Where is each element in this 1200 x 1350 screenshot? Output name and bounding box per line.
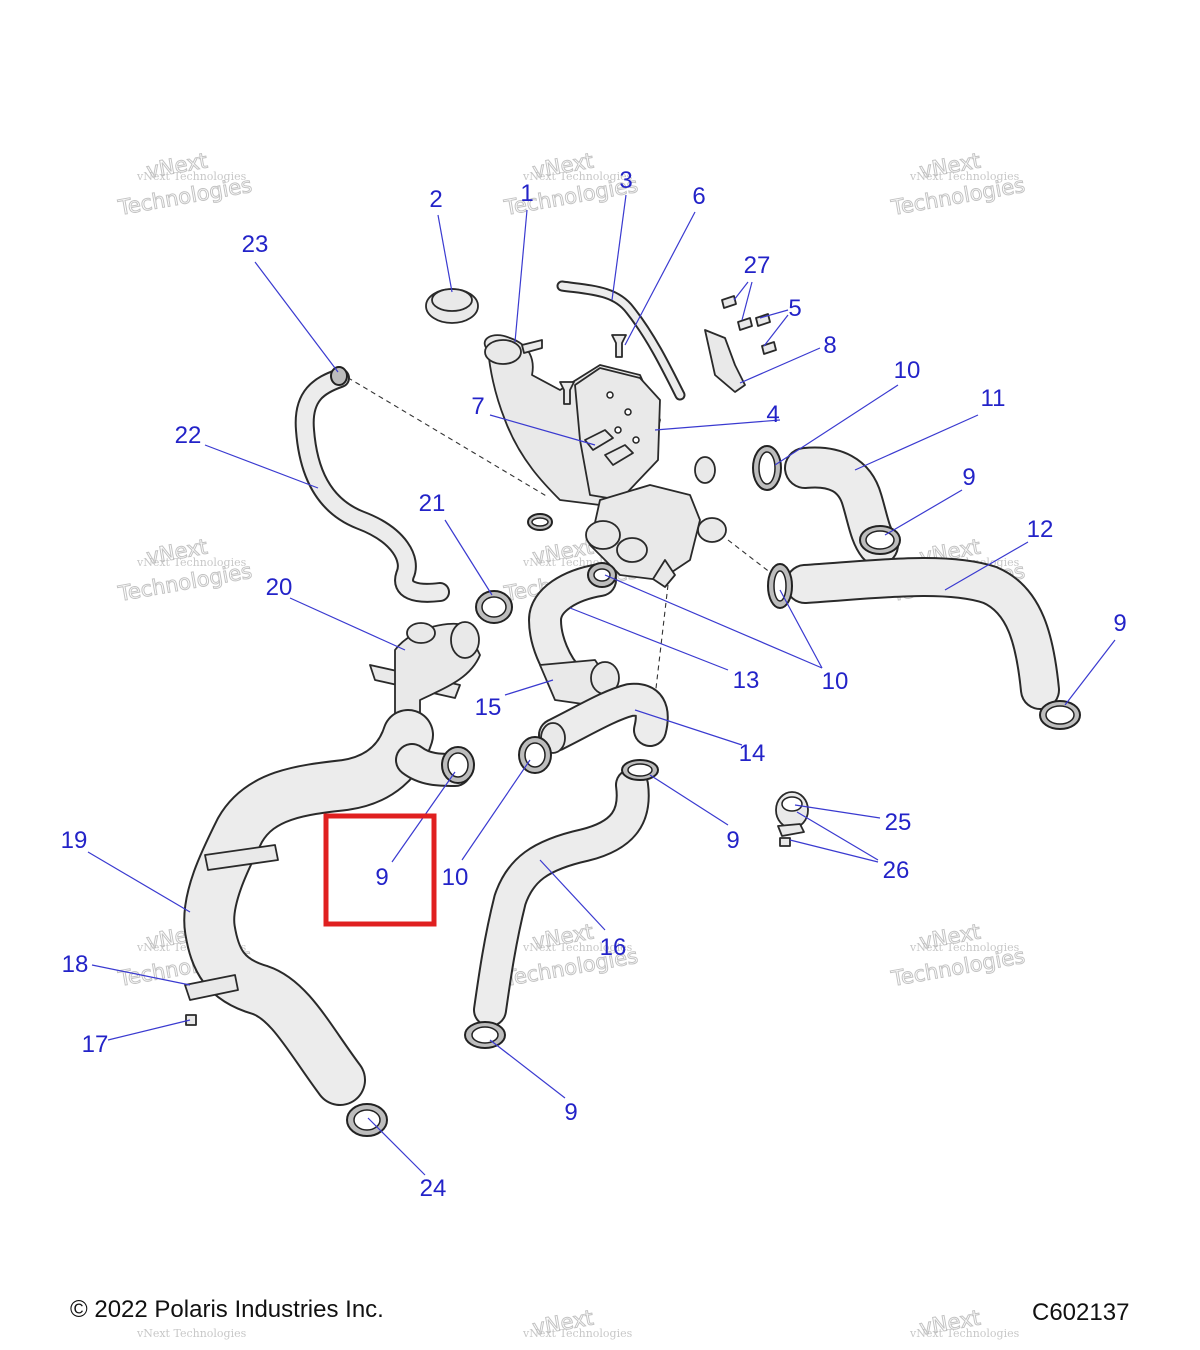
- callout-9-highlighted[interactable]: 9: [375, 864, 388, 891]
- vent-hose-22: [294, 368, 450, 603]
- callout-4[interactable]: 4: [766, 401, 779, 428]
- hose-clamp-9-upper-right: [859, 525, 901, 555]
- hose-clamp-9-bottom: [464, 1021, 506, 1049]
- callout-9-far-right[interactable]: 9: [1113, 610, 1126, 637]
- hose-16: [473, 768, 650, 1027]
- watermark-mid-left: vNext Technologies vNext Technologies: [115, 534, 254, 606]
- callout-9-upper-right[interactable]: 9: [962, 464, 975, 491]
- hose-clamp-10-lower: [518, 736, 552, 774]
- band-clamp-upper: [204, 844, 279, 871]
- callout-6[interactable]: 6: [692, 183, 705, 210]
- callout-26[interactable]: 26: [883, 857, 910, 884]
- callout-5[interactable]: 5: [788, 295, 801, 322]
- hose-clamp-23: [330, 366, 348, 386]
- svg-text:vNext Technologies: vNext Technologies: [136, 556, 247, 569]
- bracket-8: [704, 329, 746, 393]
- filler-neck-20: [369, 621, 481, 731]
- fitting-25: [775, 791, 809, 829]
- callout-10-right[interactable]: 10: [822, 668, 849, 695]
- callout-14[interactable]: 14: [739, 740, 766, 767]
- callout-20[interactable]: 20: [266, 574, 293, 601]
- callout-12[interactable]: 12: [1027, 516, 1054, 543]
- watermark-top-left: vNext Technologies vNext Technologies: [115, 148, 254, 220]
- hose-clamp-21: [475, 590, 513, 624]
- svg-text:vNext Technologies: vNext Technologies: [522, 170, 633, 183]
- push-rivet-6: [611, 334, 627, 358]
- callout-24[interactable]: 24: [420, 1175, 447, 1202]
- callout-9-bottom[interactable]: 9: [564, 1099, 577, 1126]
- hose-clamp-21-small: [527, 513, 553, 531]
- watermark-bottom-right: vNext Technologies vNext: [909, 1305, 1020, 1340]
- svg-text:vNext Technologies: vNext Technologies: [522, 941, 633, 954]
- hose-clamp-10-right: [767, 563, 793, 609]
- callout-8[interactable]: 8: [823, 332, 836, 359]
- callout-17[interactable]: 17: [82, 1031, 109, 1058]
- hose-clamp-24: [346, 1103, 388, 1137]
- hose-clamp-10-center: [587, 562, 617, 588]
- mounting-bracket-4: [574, 367, 661, 501]
- clamp-18-17: [184, 974, 239, 1026]
- hose-clamp-10-upper: [752, 445, 782, 491]
- figure-code: C602137: [1032, 1299, 1130, 1326]
- callout-1[interactable]: 1: [520, 180, 533, 207]
- thermostat-housing: [585, 456, 727, 588]
- svg-text:vNext Technologies: vNext Technologies: [136, 1327, 247, 1340]
- callout-21[interactable]: 21: [419, 490, 446, 517]
- callout-7[interactable]: 7: [471, 393, 484, 420]
- overflow-line-3: [556, 280, 686, 401]
- callout-25[interactable]: 25: [885, 809, 912, 836]
- clip-26: [777, 823, 805, 847]
- radiator-hose-12: [785, 557, 1060, 710]
- callout-3[interactable]: 3: [619, 167, 632, 194]
- pressure-cap-2: [425, 288, 479, 324]
- callout-13[interactable]: 13: [733, 667, 760, 694]
- callout-10-upper[interactable]: 10: [894, 357, 921, 384]
- hose-19: [183, 709, 472, 1106]
- svg-text:vNext Technologies: vNext Technologies: [909, 941, 1020, 954]
- callout-2[interactable]: 2: [429, 186, 442, 213]
- svg-text:vNext Technologies: vNext Technologies: [909, 170, 1020, 183]
- watermark-top-center: vNext Technologies vNext Technologies: [501, 148, 640, 220]
- copyright-notice: © 2022 Polaris Industries Inc.: [70, 1296, 384, 1323]
- watermark-top-right: vNext Technologies vNext Technologies: [888, 148, 1027, 220]
- watermark-bottom-left: vNext Technologies: [136, 1327, 247, 1340]
- hose-clamp-9-center: [621, 759, 659, 781]
- push-rivet-left: [559, 381, 575, 405]
- leader-lines: [87, 194, 1116, 1176]
- highlight-box: [323, 813, 437, 927]
- bolts-27: [721, 295, 777, 355]
- alignment-line-23: [339, 372, 549, 498]
- watermark-bottom-center: vNext Technologies vNext: [522, 1305, 633, 1340]
- callout-11[interactable]: 11: [981, 385, 1006, 412]
- callout-9-center[interactable]: 9: [726, 827, 739, 854]
- callout-27[interactable]: 27: [744, 252, 771, 279]
- svg-text:vNext Technologies: vNext Technologies: [136, 170, 247, 183]
- callout-10-lower[interactable]: 10: [442, 864, 469, 891]
- svg-text:vNext Technologies: vNext Technologies: [909, 1327, 1020, 1340]
- hose-clamp-9-left: [441, 746, 475, 784]
- callout-22[interactable]: 22: [175, 422, 202, 449]
- callout-18[interactable]: 18: [62, 951, 89, 978]
- svg-text:vNext Technologies: vNext Technologies: [522, 1327, 633, 1340]
- clip-7: [584, 429, 634, 466]
- callout-16[interactable]: 16: [600, 934, 627, 961]
- callout-23[interactable]: 23: [242, 231, 269, 258]
- watermark-low-right: vNext Technologies vNext Technologies: [888, 919, 1027, 991]
- callouts: 1 2 3 4 5 6 7 8 9 9 9 9 9 10 10 10 11 12…: [61, 167, 1127, 1202]
- callout-15[interactable]: 15: [475, 694, 502, 721]
- hose-clamp-9-far-right: [1039, 700, 1081, 730]
- callout-19[interactable]: 19: [61, 827, 88, 854]
- elbow-14: [538, 682, 669, 754]
